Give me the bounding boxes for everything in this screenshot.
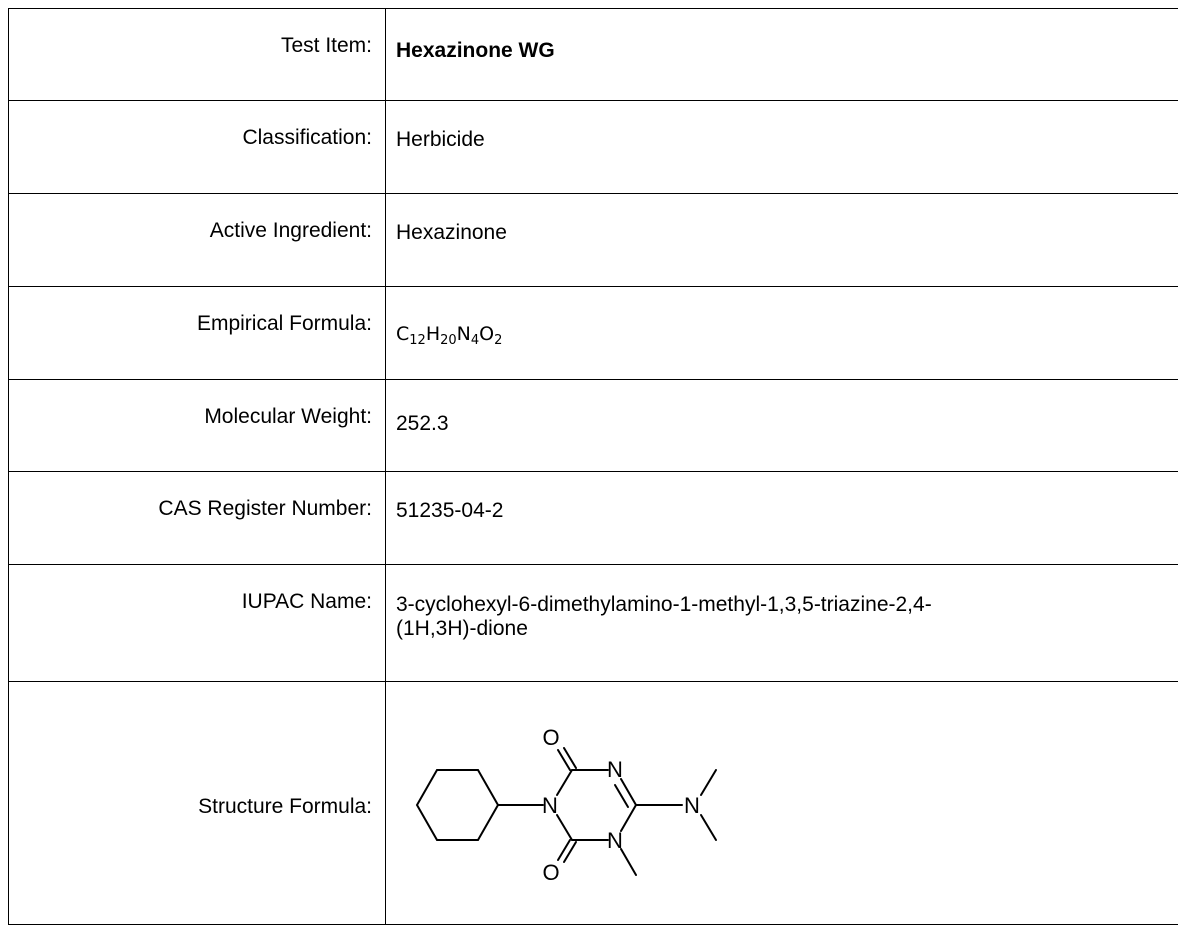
active-ingredient-label: Active Ingredient:	[9, 194, 386, 287]
test-item-info-table: Test Item: Hexazinone WG Classification:…	[8, 8, 1178, 925]
table-row-test-item: Test Item: Hexazinone WG	[9, 9, 1178, 101]
bond-c4-n3	[557, 815, 572, 840]
empirical-formula-label: Empirical Formula:	[9, 287, 386, 380]
bond-n3-c2	[557, 770, 572, 795]
bond-amine-methyl-1	[701, 770, 716, 795]
table-row-molecular-weight: Molecular Weight: 252.3	[9, 380, 1178, 472]
iupac-name-label: IUPAC Name:	[9, 565, 386, 682]
empirical-formula-value: C12H20N4O2	[386, 287, 1178, 380]
structure-formula-label: Structure Formula:	[9, 682, 386, 925]
atom-nitrogen-amine: N	[684, 793, 700, 818]
table-row-structure-formula: Structure Formula:	[9, 682, 1178, 925]
molecular-weight-label: Molecular Weight:	[9, 380, 386, 472]
classification-value: Herbicide	[386, 101, 1178, 194]
iupac-name-line-1: 3-cyclohexyl-6-dimethylamino-1-methyl-1,…	[396, 593, 1178, 617]
bond-c6-n5	[621, 805, 636, 831]
structure-formula-cell: O N N N N O	[386, 682, 1178, 925]
bond-carbonyl-top-double	[564, 748, 576, 768]
table-row-iupac-name: IUPAC Name: 3-cyclohexyl-6-dimethylamino…	[9, 565, 1178, 682]
atom-nitrogen-5: N	[607, 828, 623, 853]
empirical-formula-text: C12H20N4O2	[396, 323, 502, 345]
bond-carbonyl-top	[558, 750, 570, 770]
atom-oxygen-top: O	[542, 725, 559, 750]
atom-oxygen-bottom: O	[542, 860, 559, 885]
atom-nitrogen-3: N	[542, 793, 558, 818]
table-row-cas-number: CAS Register Number: 51235-04-2	[9, 472, 1178, 565]
bond-amine-methyl-2	[701, 815, 716, 840]
classification-label: Classification:	[9, 101, 386, 194]
table-row-empirical-formula: Empirical Formula: C12H20N4O2	[9, 287, 1178, 380]
molecular-weight-value: 252.3	[386, 380, 1178, 472]
active-ingredient-value: Hexazinone	[386, 194, 1178, 287]
bond-carbonyl-bottom	[558, 840, 570, 860]
cas-number-label: CAS Register Number:	[9, 472, 386, 565]
atom-nitrogen-1: N	[607, 757, 623, 782]
test-item-value: Hexazinone WG	[386, 9, 1178, 101]
bond-n1-c6	[621, 779, 636, 805]
bond-carbonyl-bottom-double	[564, 842, 576, 862]
bond-n-methyl	[621, 849, 636, 875]
hexazinone-structure-diagram: O N N N N O	[396, 682, 746, 922]
cyclohexane-ring	[417, 770, 498, 840]
iupac-name-line-2: (1H,3H)-dione	[396, 617, 1178, 641]
table-row-active-ingredient: Active Ingredient: Hexazinone	[9, 194, 1178, 287]
table-row-classification: Classification: Herbicide	[9, 101, 1178, 194]
iupac-name-value: 3-cyclohexyl-6-dimethylamino-1-methyl-1,…	[386, 565, 1178, 682]
test-item-label: Test Item:	[9, 9, 386, 101]
cas-number-value: 51235-04-2	[386, 472, 1178, 565]
